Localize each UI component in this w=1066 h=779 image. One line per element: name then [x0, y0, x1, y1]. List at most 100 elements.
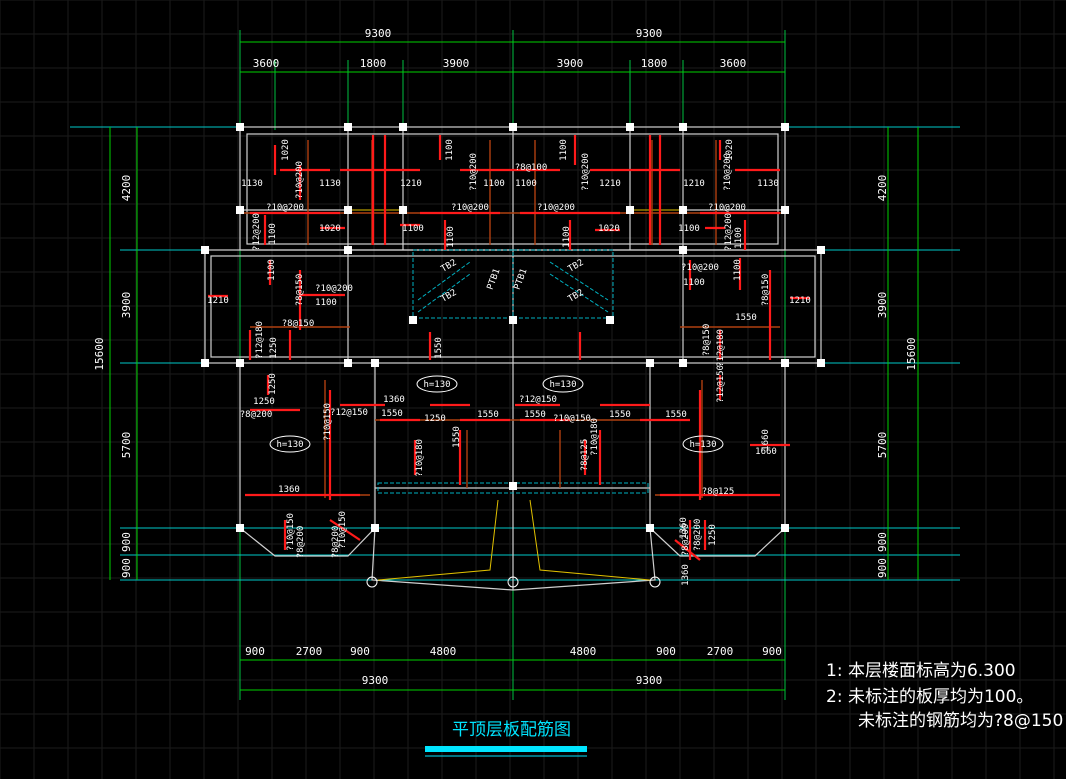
column-square — [236, 206, 244, 214]
dim-bottom-outer: 9300 — [636, 674, 663, 687]
dim-top-inner: 3900 — [557, 57, 584, 70]
column-square — [817, 359, 825, 367]
rebar-label: ?8@150 — [761, 274, 771, 307]
rebar-labels: 1020 ?10@200 1130 1130 1210 1100 ?10@200 1100 ?8… — [207, 139, 811, 586]
drawing-title: 平顶层板配筋图 — [452, 720, 571, 740]
rebar-label: ?10@150 — [338, 511, 348, 549]
stair-label: TB2 — [566, 288, 585, 305]
dim-right-inner: 900 — [876, 532, 889, 552]
rebar-label: ?10@200 — [581, 153, 591, 191]
dim-bottom-inner: 900 — [656, 645, 676, 658]
rebar-label: 1020 — [725, 139, 735, 161]
dim-bottom-inner: 4800 — [430, 645, 457, 658]
column-square — [679, 359, 687, 367]
rebar-label: 1100 — [515, 179, 537, 189]
rebar-label: 1550 — [452, 426, 462, 448]
rebar-label: 1100 — [445, 139, 455, 161]
rebar-label: 1100 — [678, 224, 700, 234]
column-square — [646, 359, 654, 367]
dim-top-outer: 9300 — [365, 27, 392, 40]
column-square — [817, 246, 825, 254]
rebar-label: ?12@150 — [716, 365, 726, 403]
column-square — [679, 246, 687, 254]
dim-left-inner: 4200 — [120, 175, 133, 202]
column-square — [236, 123, 244, 131]
stair-outline — [377, 249, 649, 494]
column-square — [781, 359, 789, 367]
column-square — [344, 246, 352, 254]
columns — [201, 123, 825, 532]
rebar-label: 1130 — [319, 179, 341, 189]
rebar-line — [674, 539, 701, 561]
column-square — [606, 316, 614, 324]
dim-bottom-inner: 2700 — [296, 645, 323, 658]
rebar-label: ?8@150 — [295, 274, 305, 307]
rebar-label: 1100 — [683, 278, 705, 288]
note-1: 1: 本层楼面标高为6.300 — [826, 661, 1016, 681]
rebar-label: ?8@150 — [282, 319, 315, 329]
rebar-label: 1100 — [733, 259, 743, 281]
rebar-label: ?12@180 — [716, 329, 726, 367]
dim-right-outer: 15600 — [905, 337, 918, 370]
slab-thickness-label: h=130 — [689, 440, 716, 450]
rebar-label: 1100 — [559, 139, 569, 161]
column-square — [344, 123, 352, 131]
rebar-label: 1250 — [268, 373, 278, 395]
rebar-label: ?8@200 — [240, 410, 273, 420]
column-square — [781, 524, 789, 532]
column-square — [399, 123, 407, 131]
rebar-label: 1360 — [679, 517, 689, 539]
rebar-label: 1020 — [598, 224, 620, 234]
slab-thickness-label: h=130 — [276, 440, 303, 450]
rebar-label: ?10@200 — [681, 263, 719, 273]
note-3: 未标注的钢筋均为?8@150 — [858, 711, 1063, 731]
dim-top-inner: 1800 — [360, 57, 387, 70]
dim-right-inner: 4200 — [876, 175, 889, 202]
rebar-label: ?8@125 — [580, 439, 590, 472]
rebar-label: 1210 — [400, 179, 422, 189]
slab-thickness-label: h=130 — [549, 380, 576, 390]
rebar-label: 1550 — [381, 409, 403, 419]
slab-thickness-labels: h=130 h=130 h=130 h=130 — [269, 375, 724, 453]
stair-label: PTB1 — [486, 267, 503, 291]
column-square — [781, 123, 789, 131]
rebar-label: 1130 — [757, 179, 779, 189]
column-square — [409, 316, 417, 324]
rebar-label: 1100 — [734, 227, 744, 249]
rebar-label: ?8@200 — [296, 526, 306, 559]
column-square — [399, 206, 407, 214]
rebar-label: ?8@125 — [702, 487, 735, 497]
rebar-label: ?10@200 — [295, 161, 305, 199]
rebar-label: ?10@200 — [469, 153, 479, 191]
dim-bottom-inner: 900 — [350, 645, 370, 658]
stair-label: PTB1 — [513, 267, 530, 291]
rebar-label: 1100 — [446, 226, 456, 248]
column-square — [509, 482, 517, 490]
rebar-label: 1100 — [402, 224, 424, 234]
rebar-label: 1360 — [681, 564, 691, 586]
slab-thickness-ellipse — [269, 435, 311, 453]
dim-right-inner: 900 — [876, 558, 889, 578]
slab-thickness-label: h=130 — [423, 380, 450, 390]
rebar-label: ?12@150 — [330, 408, 368, 418]
column-square — [626, 123, 634, 131]
dim-bottom-inner: 900 — [762, 645, 782, 658]
rebar-label: 1250 — [269, 337, 279, 359]
slab-thickness-ellipse — [416, 375, 458, 393]
dim-left-inner: 900 — [120, 532, 133, 552]
rebar-label: 1250 — [253, 397, 275, 407]
dim-left-inner: 3900 — [120, 292, 133, 319]
rebar-label: 1100 — [315, 298, 337, 308]
partition-lines — [348, 209, 683, 581]
dim-bottom-inner: 900 — [245, 645, 265, 658]
dim-left-outer: 15600 — [93, 337, 106, 370]
rebar-label: 1100 — [267, 259, 277, 281]
column-square — [236, 359, 244, 367]
dim-left-inner: 900 — [120, 558, 133, 578]
column-square — [679, 123, 687, 131]
dim-top-inner: 1800 — [641, 57, 668, 70]
dim-top-inner: 3600 — [720, 57, 747, 70]
rebar-label: 1360 — [278, 485, 300, 495]
